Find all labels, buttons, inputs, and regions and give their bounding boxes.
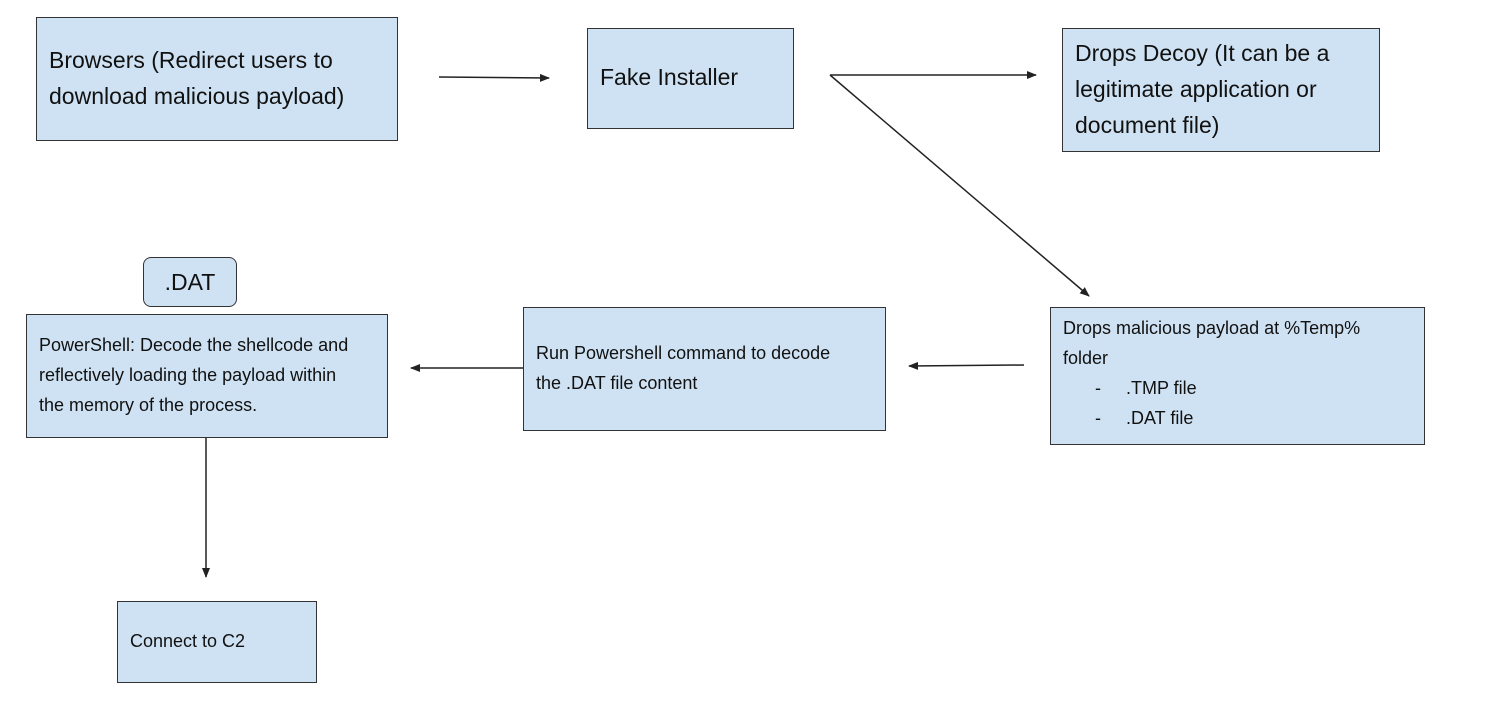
edge-fake-installer-to-drops-payload <box>829 74 1090 297</box>
bullet-marker: - <box>1095 378 1101 398</box>
node-run-powershell-label: Run Powershell command to decode the .DA… <box>536 343 831 393</box>
node-powershell-decode-label: PowerShell: Decode the shellcode and ref… <box>39 335 349 415</box>
node-browsers-label: Browsers (Redirect users to download mal… <box>49 47 345 109</box>
node-dat-tag-label: .DAT <box>164 269 216 295</box>
node-fake-installer: Fake Installer <box>587 28 794 129</box>
edge-drops-payload-to-run-powershell <box>908 361 1025 370</box>
bullet-text: .TMP file <box>1126 378 1197 398</box>
node-connect-c2: Connect to C2 <box>117 601 317 683</box>
node-fake-installer-label: Fake Installer <box>600 64 739 90</box>
node-browsers: Browsers (Redirect users to download mal… <box>36 17 398 141</box>
edge-browsers-to-fake-installer <box>438 73 550 82</box>
node-dat-tag: .DAT <box>143 257 237 307</box>
node-drops-payload: Drops malicious payload at %Temp% folder… <box>1050 307 1425 445</box>
node-drops-payload-label: Drops malicious payload at %Temp% folder <box>1063 318 1361 368</box>
bullet-text: .DAT file <box>1126 408 1194 428</box>
node-run-powershell: Run Powershell command to decode the .DA… <box>523 307 886 431</box>
node-drops-decoy-label: Drops Decoy (It can be a legitimate appl… <box>1075 40 1330 138</box>
node-powershell-decode: PowerShell: Decode the shellcode and ref… <box>26 314 388 438</box>
node-connect-c2-label: Connect to C2 <box>130 631 246 651</box>
bullet-marker: - <box>1095 408 1101 428</box>
node-drops-decoy: Drops Decoy (It can be a legitimate appl… <box>1062 28 1380 152</box>
